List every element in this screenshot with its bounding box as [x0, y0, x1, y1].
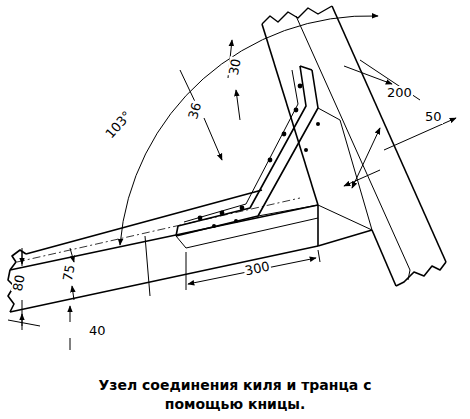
transom — [262, 6, 446, 286]
dimension-label: 40 — [88, 324, 107, 338]
dimension-label: 80 — [11, 273, 28, 294]
caption: Узел соединения киля и транца с помощью … — [75, 376, 395, 414]
dimension-label: 200 — [386, 86, 413, 100]
dimension-label: 75 — [61, 263, 78, 284]
dimension-label: 103° — [102, 108, 135, 142]
dimension-label: 30 — [227, 57, 244, 78]
dimension-label: 300 — [243, 259, 272, 278]
dimension-label: 50 — [424, 110, 443, 124]
knee-plate — [176, 66, 372, 248]
keel — [8, 190, 372, 312]
dimension-label: 36 — [186, 100, 205, 122]
dimension-lines — [8, 16, 456, 350]
caption-text: Узел соединения киля и транца с помощью … — [99, 377, 372, 412]
bolts — [198, 84, 320, 228]
